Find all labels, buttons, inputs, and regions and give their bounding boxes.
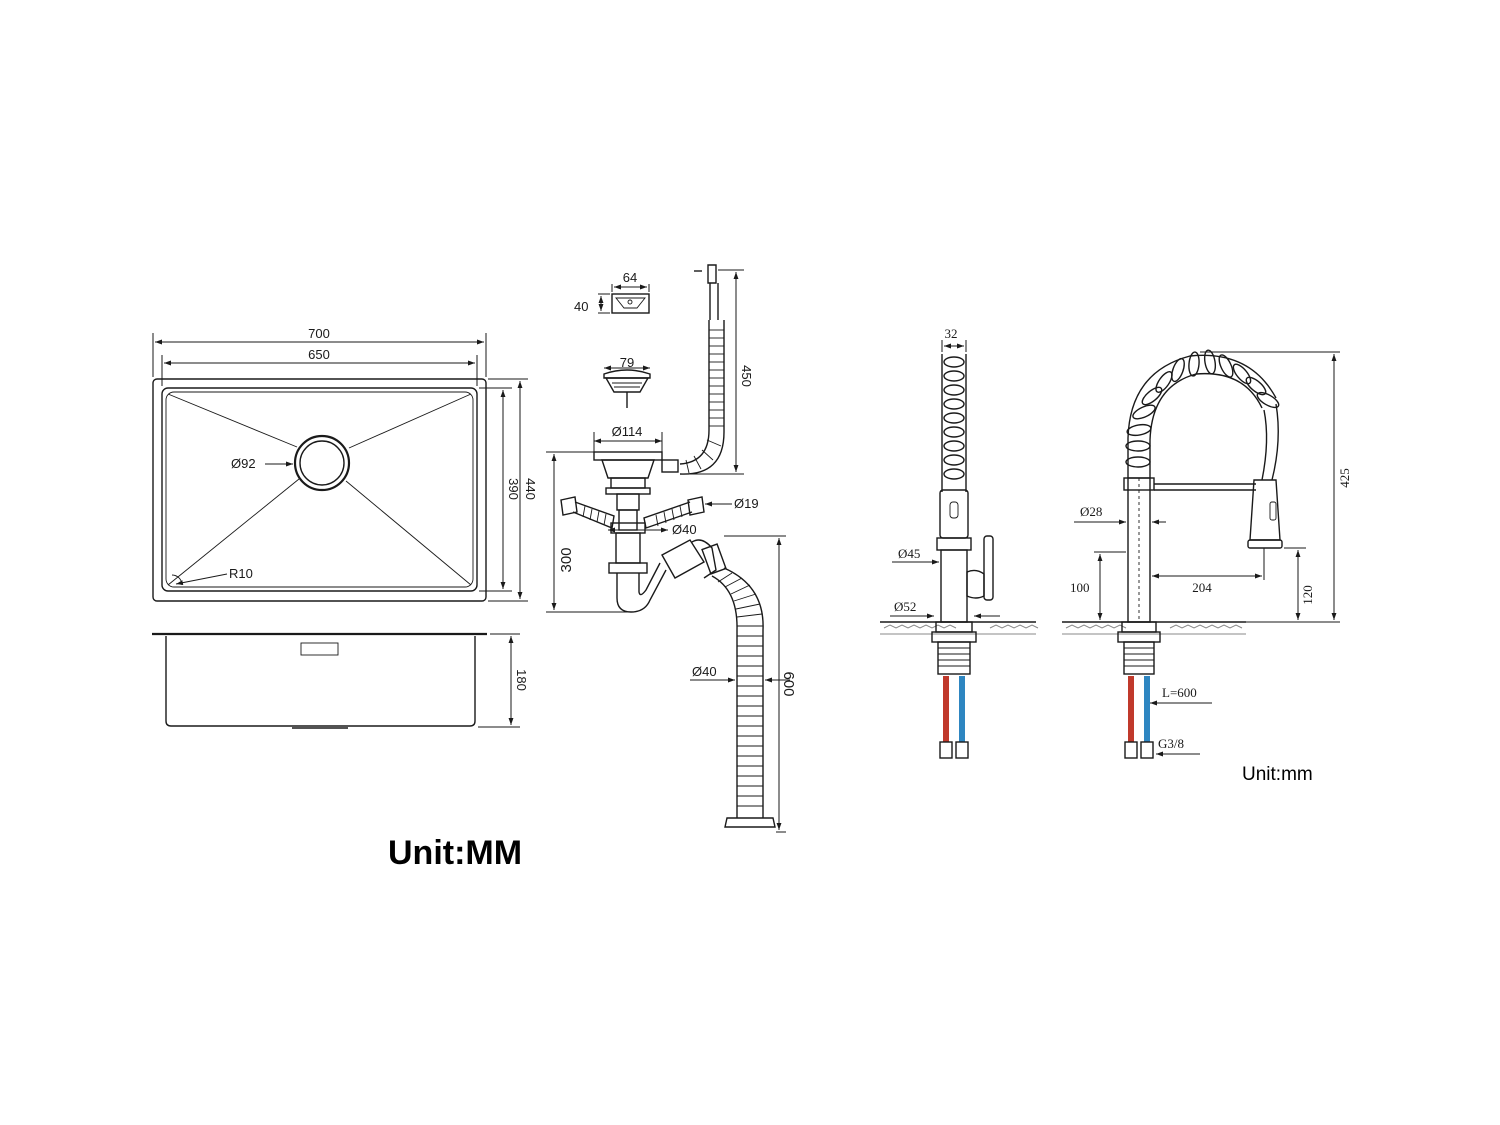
dim-trap-pipe-diameter: Ø40 [672, 522, 697, 537]
dim-total-height: 425 [1337, 468, 1352, 488]
overflow-hose-ribs [685, 329, 724, 474]
dim-sink-inner-width: 650 [308, 347, 330, 362]
dim-sink-inner-depth: 390 [506, 478, 521, 500]
dim-32: 32 [941, 326, 967, 352]
dim-204: 204 [1152, 548, 1265, 595]
dim-180: 180 [478, 633, 529, 728]
dim-overflow-hose-length: 450 [739, 365, 754, 387]
faucet-side-view [880, 354, 1039, 759]
dim-overflow-width: 64 [623, 270, 637, 285]
dim-overflow-height: 40 [574, 299, 588, 314]
dim-strainer-diameter: 79 [620, 355, 634, 370]
dim-spout-reach: 204 [1192, 580, 1212, 595]
label-hose-length: L=600 [1162, 685, 1197, 700]
dim-425: 425 [1200, 351, 1352, 623]
drain-hose: Ø40 600 [690, 535, 797, 833]
unit-label-left: Unit:MM [388, 834, 522, 872]
dim-sink-outer-depth: 440 [523, 478, 538, 500]
overflow-hose: 450 [679, 264, 754, 475]
dim-300: 300 [546, 451, 631, 613]
trap-assembly [608, 509, 727, 613]
dim-100: 100 [1070, 551, 1126, 620]
dim-650: 650 [161, 347, 478, 386]
dim-trap-height: 300 [558, 547, 575, 572]
dim-52: Ø52 [890, 599, 1000, 619]
sink-side-view [152, 632, 487, 729]
dim-drain-diameter: Ø92 [231, 456, 293, 471]
dim-flange-diameter: Ø114 [612, 424, 643, 439]
dim-drain-hose-diameter: Ø40 [692, 664, 717, 679]
dim-spray-head-diameter: 32 [945, 326, 958, 341]
dim-120: 120 [1284, 547, 1315, 620]
dim-spout-height: 120 [1300, 585, 1315, 605]
dim-28: Ø28 [1074, 504, 1166, 525]
dim-thread: G3/8 [1156, 736, 1200, 757]
label-drain-diameter: Ø92 [231, 456, 256, 471]
dim-bowl-height: 180 [514, 669, 529, 691]
strainer-basket: 79 [603, 355, 651, 408]
dim-base-diameter: Ø52 [894, 599, 916, 614]
drain-hole [293, 434, 351, 492]
dim-700: 700 [152, 326, 487, 377]
dim-hose-length: L=600 [1150, 685, 1212, 706]
sink-top-view [152, 378, 487, 602]
label-corner-radius: R10 [229, 566, 253, 581]
drain-flange: Ø114 [593, 424, 679, 511]
unit-label-right: Unit:mm [1242, 764, 1313, 785]
side-inlet-pipes: Ø19 Ø40 [560, 496, 759, 537]
dim-sink-outer-width: 700 [308, 326, 330, 341]
overflow-cover: 64 40 [574, 270, 650, 314]
dim-drain-hose-length: 600 [780, 671, 797, 696]
dim-body-diameter: Ø45 [898, 546, 920, 561]
dim-440: 440 [488, 378, 538, 602]
label-thread: G3/8 [1158, 736, 1184, 751]
faucet-front-view [1062, 349, 1283, 759]
dim-390: 390 [479, 387, 521, 592]
dim-corner-radius: R10 [175, 566, 253, 586]
dim-base-height: 100 [1070, 580, 1090, 595]
dim-side-inlet-diameter: Ø19 [734, 496, 759, 511]
dim-column-diameter: Ø28 [1080, 504, 1102, 519]
dim-45: Ø45 [892, 546, 939, 565]
